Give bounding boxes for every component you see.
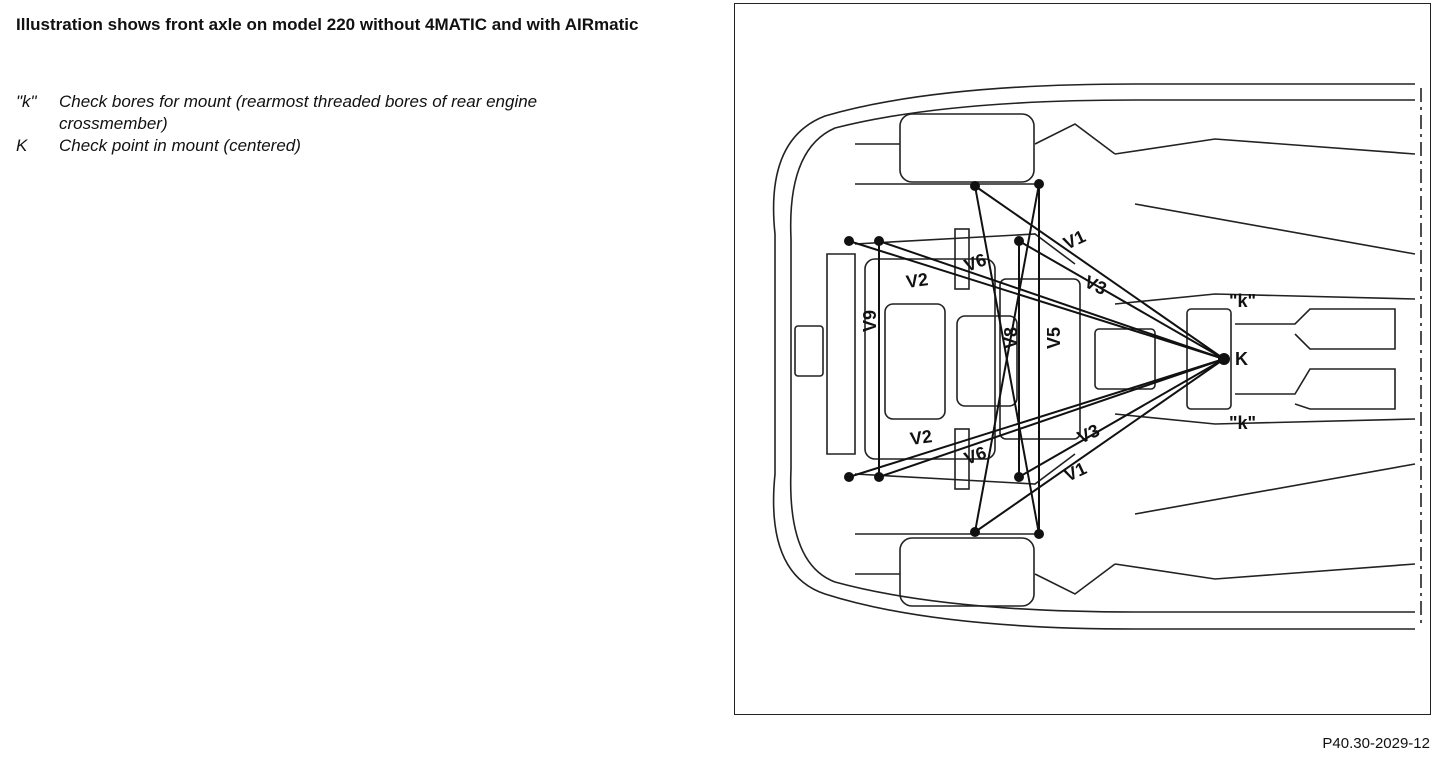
label-v8: V8 bbox=[1001, 327, 1021, 349]
measure-point bbox=[844, 236, 854, 246]
control-arms bbox=[854, 233, 1076, 485]
wheel-right bbox=[899, 537, 1035, 607]
arch-left bbox=[855, 123, 1116, 185]
measure-v-outer-right bbox=[848, 358, 1225, 478]
rail-right bbox=[1114, 413, 1416, 580]
check-point-k bbox=[1218, 353, 1230, 365]
catalyst-upper bbox=[1235, 308, 1396, 350]
engine-mount-block bbox=[956, 315, 1018, 407]
label-v1: V1 bbox=[1061, 458, 1089, 485]
legend-text: Check bores for mount (rearmost threaded… bbox=[59, 92, 538, 133]
measure-point bbox=[1034, 529, 1044, 539]
strut-right bbox=[954, 428, 970, 490]
axle-diagram: V1 V1 V2 V2 V3 V3 V5 V6 V6 V8 V9 "k" "k"… bbox=[734, 3, 1431, 715]
brace-diagonals bbox=[1134, 203, 1416, 515]
transmission-tail bbox=[1094, 328, 1156, 390]
measure-point bbox=[1014, 236, 1024, 246]
label-k-bores-upper: "k" bbox=[1229, 291, 1256, 311]
legend-item: "k" Check bores for mount (rearmost thre… bbox=[16, 91, 716, 135]
legend-item: K Check point in mount (centered) bbox=[16, 135, 716, 157]
measure-v2-right bbox=[878, 358, 1225, 478]
measure-point bbox=[1034, 179, 1044, 189]
label-v5: V5 bbox=[1044, 327, 1064, 349]
measure-point bbox=[970, 527, 980, 537]
measure-point bbox=[844, 472, 854, 482]
vehicle-underbody-drawing: V1 V1 V2 V2 V3 V3 V5 V6 V6 V8 V9 "k" "k"… bbox=[772, 83, 1422, 630]
label-v2: V2 bbox=[909, 426, 934, 449]
label-v1: V1 bbox=[1060, 226, 1088, 253]
measure-v2-left bbox=[878, 240, 1225, 360]
label-k-point: K bbox=[1235, 349, 1248, 369]
front-crossmember bbox=[826, 253, 856, 455]
legend-key: K bbox=[16, 136, 28, 155]
figure-reference: P40.30-2029-12 bbox=[1322, 735, 1430, 752]
body-outline bbox=[772, 83, 1415, 630]
catalyst-lower bbox=[1235, 368, 1396, 410]
measure-point bbox=[1014, 472, 1024, 482]
strut-left bbox=[954, 228, 970, 290]
measure-v3-left bbox=[1018, 240, 1225, 360]
rail-left bbox=[1114, 138, 1416, 305]
measure-point bbox=[874, 472, 884, 482]
legend-key: "k" bbox=[16, 92, 37, 111]
measure-v1-left bbox=[974, 185, 1225, 360]
label-k-bores-lower: "k" bbox=[1229, 413, 1256, 433]
label-v6: V6 bbox=[962, 249, 990, 275]
oil-pan bbox=[884, 303, 946, 420]
front-bumper-detail bbox=[794, 325, 824, 377]
legend: "k" Check bores for mount (rearmost thre… bbox=[16, 91, 716, 157]
measure-point bbox=[970, 181, 980, 191]
measure-point bbox=[874, 236, 884, 246]
measure-v-outer-left bbox=[848, 240, 1225, 360]
mount-plate bbox=[1186, 308, 1232, 410]
measure-v6-diagonal-b bbox=[974, 183, 1040, 533]
page-heading: Illustration shows front axle on model 2… bbox=[16, 15, 639, 34]
arch-right bbox=[855, 533, 1116, 595]
measure-v3-right bbox=[1018, 358, 1225, 478]
label-v9: V9 bbox=[860, 310, 880, 332]
wheel-left bbox=[899, 113, 1035, 183]
body-inner-outline bbox=[789, 99, 1415, 613]
label-v2: V2 bbox=[905, 269, 930, 292]
legend-text: Check point in mount (centered) bbox=[59, 136, 301, 155]
measure-v1-right bbox=[974, 358, 1225, 533]
